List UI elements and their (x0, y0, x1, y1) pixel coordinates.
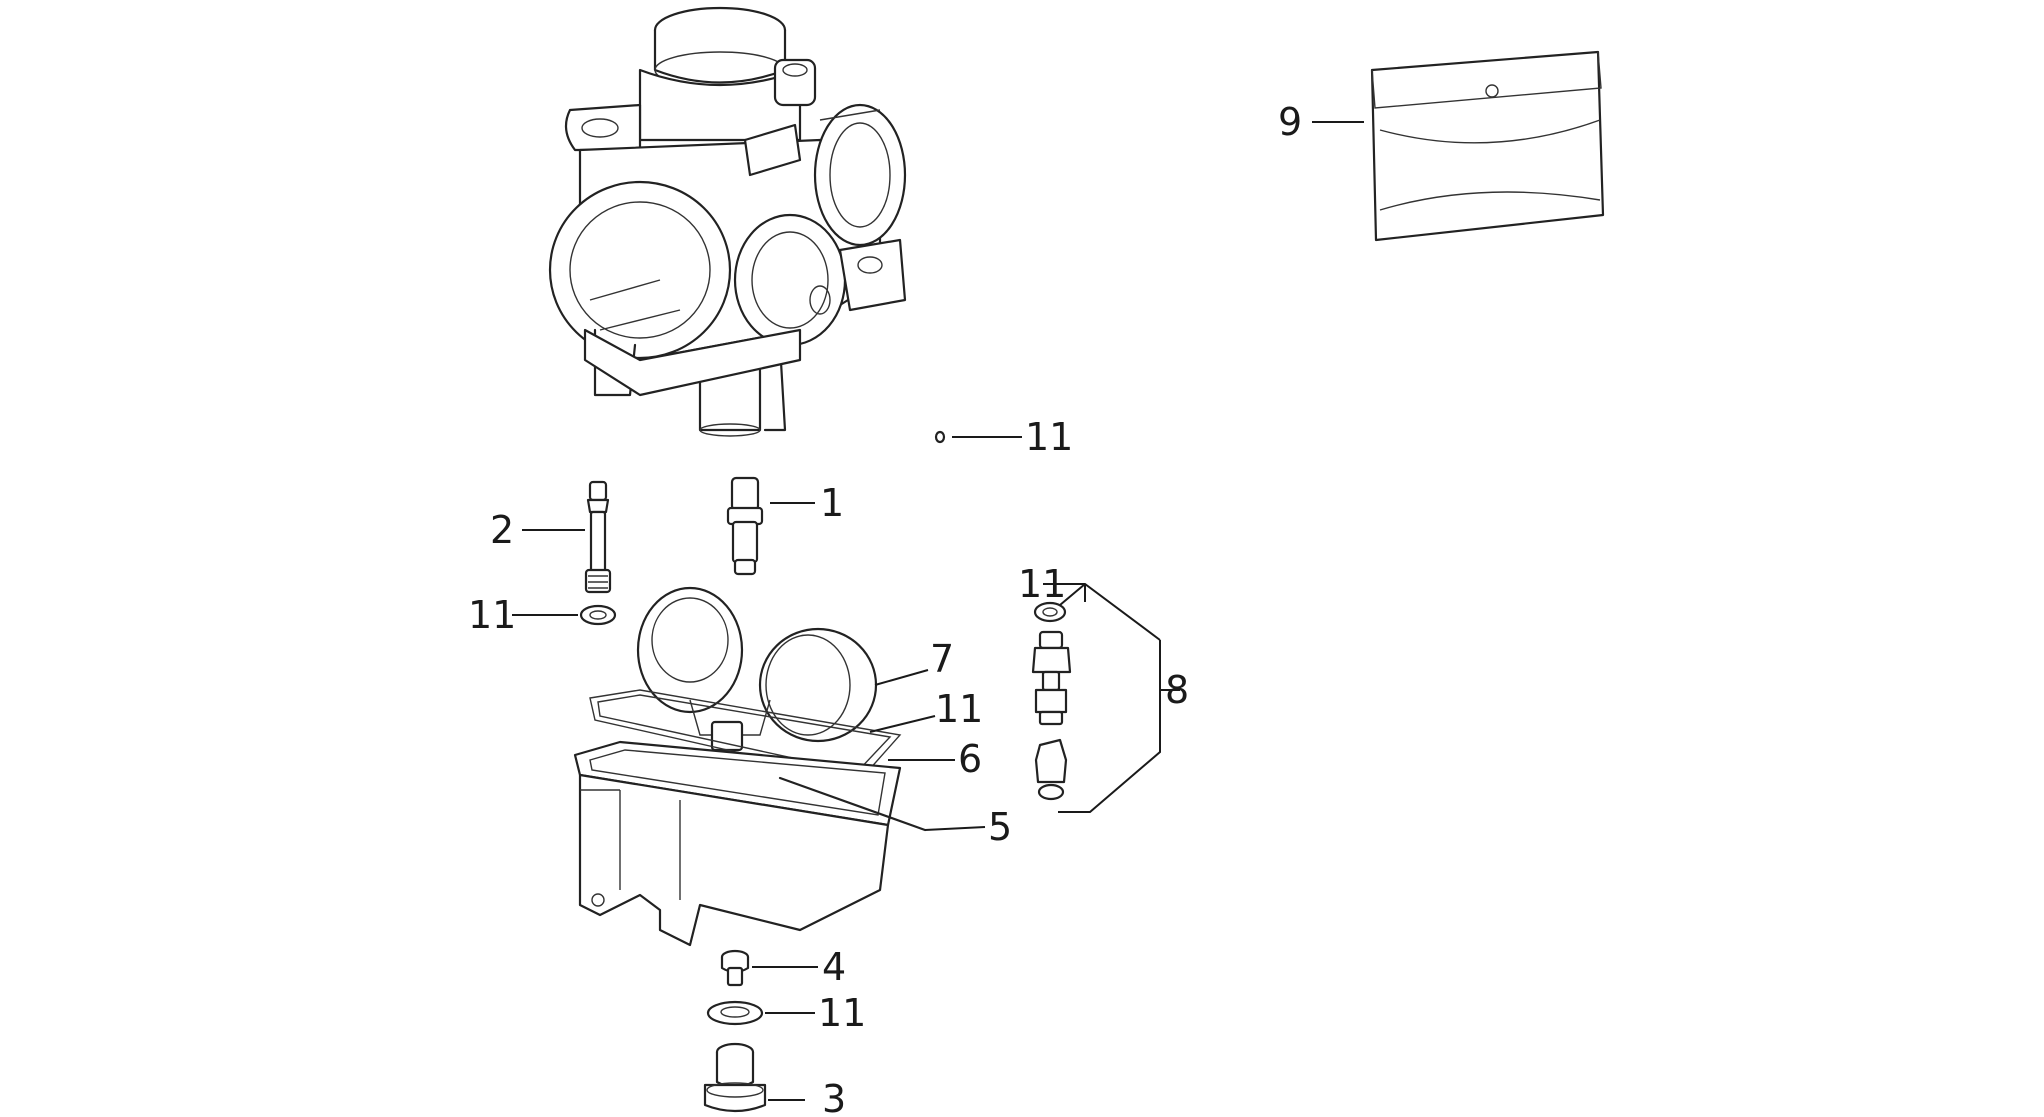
needle-jet-part (584, 480, 612, 594)
nut-part (703, 1042, 767, 1113)
callout-11-right: 11 (1018, 562, 1066, 606)
callout-labels: 9 11 1 2 11 11 8 7 11 6 5 4 11 3 (468, 100, 1302, 1117)
leader-lines (512, 121, 1364, 1101)
callout-11-top: 11 (1025, 415, 1073, 459)
callout-6: 6 (958, 737, 982, 781)
callout-5: 5 (988, 805, 1012, 849)
callout-2: 2 (490, 508, 514, 552)
callout-1: 1 (820, 481, 844, 525)
parts-bag (1370, 50, 1605, 242)
callout-3: 3 (822, 1077, 846, 1117)
washer-part-right (1033, 601, 1067, 623)
drain-bolt-part (720, 949, 750, 987)
callout-11-bottom: 11 (818, 991, 866, 1035)
callout-11-left: 11 (468, 593, 516, 637)
callout-8: 8 (1165, 668, 1189, 712)
washer-part-small (934, 430, 946, 444)
callout-7: 7 (930, 637, 954, 681)
carburetor-body (548, 6, 907, 437)
float-bowl-part (573, 689, 927, 947)
callout-4: 4 (822, 945, 846, 989)
washer-part-bottom (706, 1000, 764, 1026)
float-valve-part (1031, 630, 1072, 801)
callout-11-float: 11 (935, 687, 983, 731)
callout-9: 9 (1278, 100, 1302, 144)
float-part (636, 586, 878, 752)
main-jet-part (726, 476, 764, 576)
washer-part-left (579, 604, 617, 626)
